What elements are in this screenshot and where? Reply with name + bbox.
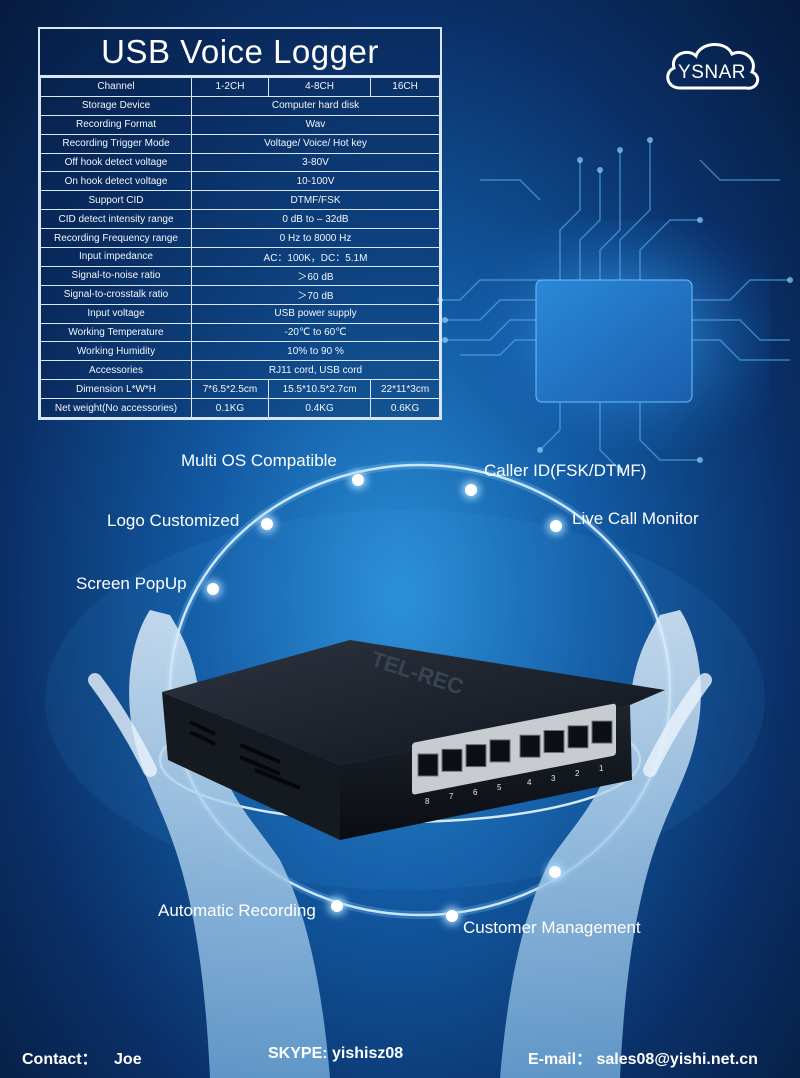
contact-info: Contact： Joe: [22, 1045, 142, 1069]
spec-label: Input voltage: [40, 303, 192, 324]
spec-value-v1: 7*6.5*2.5cm: [191, 379, 269, 400]
feature-automatic-recording: Automatic Recording: [158, 901, 316, 920]
spec-label: Accessories: [40, 360, 192, 381]
port-number: 3: [551, 773, 556, 783]
feature-live-call: Live Call Monitor: [572, 509, 699, 528]
feature-logo-customized: Logo Customized: [107, 511, 240, 530]
port-number: 7: [449, 792, 454, 802]
spec-label: Signal-to-noise ratio: [40, 265, 192, 286]
feature-dot-live-call: [550, 520, 562, 532]
skype-info: SKYPE: yishisz08: [268, 1045, 404, 1062]
feature-dot-customer-management: [446, 910, 458, 922]
contact-name: Joe: [114, 1051, 142, 1068]
feature-screen-popup: Screen PopUp: [76, 574, 187, 593]
rj45-port: [489, 739, 511, 763]
rj45-port: [567, 725, 589, 749]
port-number: 6: [473, 787, 478, 797]
feature-dot-screen-popup: [207, 583, 219, 595]
spec-label: Net weight(No accessories): [40, 398, 192, 419]
spec-row: Signal-to-crosstalk ratio＞70 dB: [40, 284, 440, 305]
port-number: 2: [575, 768, 580, 778]
logo-text: YSNAR: [678, 62, 746, 83]
spec-value: AC：100K，DC：5.1M: [191, 247, 440, 267]
feature-dot-logo-customized: [261, 518, 273, 530]
spec-value: ＞70 dB: [191, 284, 440, 305]
spec-value-v3: 22*11*3cm: [370, 379, 440, 400]
feature-dot-caller-id: [465, 484, 477, 496]
feature-caller-id: Caller ID(FSK/DTMF): [484, 461, 647, 480]
rj45-port: [441, 748, 463, 772]
spec-label: Dimension L*W*H: [40, 379, 192, 400]
spec-value-v1: 0.1KG: [191, 398, 269, 419]
feature-multi-os: Multi OS Compatible: [181, 451, 337, 470]
ring-dot: [549, 866, 561, 878]
feature-dot-automatic-recording: [331, 900, 343, 912]
spec-row: Signal-to-noise ratio＞60 dB: [40, 265, 440, 286]
spec-value-v3: 0.6KG: [370, 398, 440, 419]
spec-value: ＞60 dB: [191, 265, 440, 286]
rj45-port: [417, 753, 439, 777]
email-info: E-mail： sales08@yishi.net.cn: [528, 1045, 758, 1069]
spec-row: Working Temperature-20℃ to 60℃: [40, 322, 440, 343]
contact-label: Contact：: [22, 1051, 98, 1068]
feature-customer-management: Customer Management: [463, 918, 641, 937]
spec-value: -20℃ to 60℃: [191, 322, 440, 343]
port-number: 5: [497, 782, 502, 792]
spec-title: USB Voice Logger: [40, 29, 440, 77]
spec-value: USB power supply: [191, 303, 440, 324]
spec-value: 10% to 90 %: [191, 341, 440, 362]
feature-dot-multi-os: [352, 474, 364, 486]
ysnar-logo: YSNAR: [666, 43, 760, 90]
rj45-port: [465, 744, 487, 768]
voice-logger-device: TEL-REC: [162, 640, 665, 840]
port-number: 8: [425, 797, 430, 806]
rj45-port: [591, 720, 613, 744]
port-number: 4: [527, 778, 532, 788]
rj45-port: [543, 730, 565, 753]
right-hand: [500, 610, 701, 1078]
port-number: 1: [599, 764, 604, 774]
rj45-port: [519, 734, 541, 758]
spec-value-v2: 0.4KG: [267, 398, 372, 419]
email-address[interactable]: sales08@yishi.net.cn: [596, 1051, 758, 1068]
email-label: E-mail：: [528, 1051, 593, 1068]
spec-value: RJ11 cord, USB cord: [191, 360, 440, 381]
spec-value-v2: 15.5*10.5*2.7cm: [267, 379, 372, 400]
